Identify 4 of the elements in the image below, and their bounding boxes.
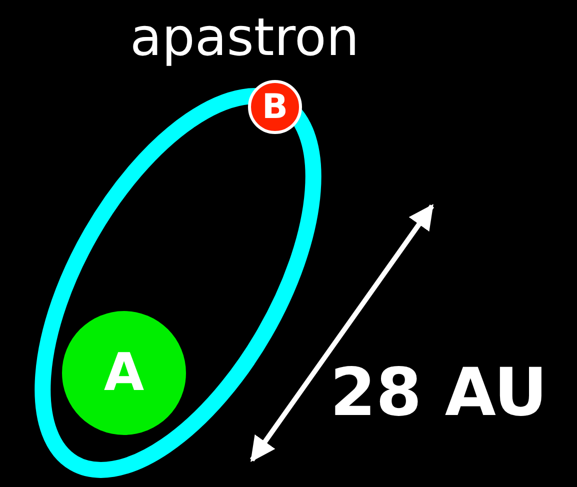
star-circle: A: [62, 311, 186, 435]
star-circle: B: [248, 80, 302, 134]
dimension-label: 28 AU: [330, 360, 548, 426]
orbit-point-label: apastron: [130, 12, 360, 64]
